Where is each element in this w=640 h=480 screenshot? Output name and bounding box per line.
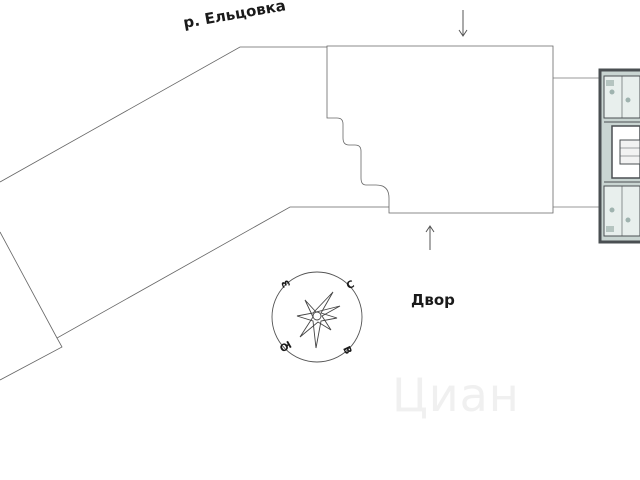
residential-building xyxy=(598,68,640,244)
connector-lines xyxy=(553,77,601,208)
promenade-outline xyxy=(0,46,389,381)
entrance-arrow-bottom-icon xyxy=(425,225,435,250)
courtyard-block-outline xyxy=(326,45,554,214)
yard-label: Двор xyxy=(411,291,455,309)
compass-rose-icon xyxy=(271,271,363,363)
watermark: Циан xyxy=(392,368,520,422)
entrance-arrow-top-icon xyxy=(458,10,468,37)
